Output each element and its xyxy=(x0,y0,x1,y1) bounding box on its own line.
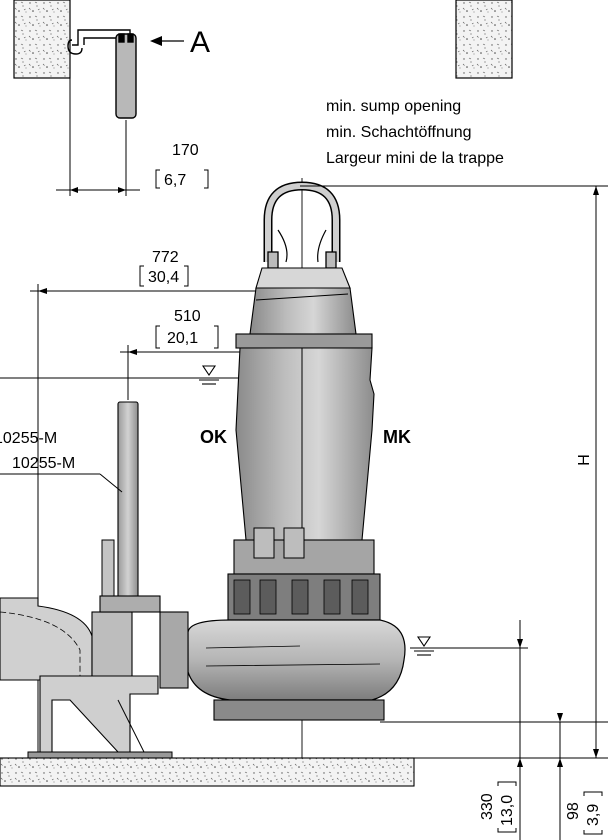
concrete-block-right xyxy=(455,0,513,79)
sump-floor xyxy=(0,757,608,787)
water-level-lower xyxy=(410,636,528,656)
detail-a-callout: A xyxy=(190,26,210,59)
pump-cooling-section xyxy=(227,573,381,621)
dim-510-inch: 20,1 xyxy=(167,330,198,347)
part-label-upper: 10255-M xyxy=(0,430,57,447)
pump-motor-body xyxy=(233,347,375,575)
dim-510-value: 510 xyxy=(174,308,201,325)
guide-pipe xyxy=(101,401,139,601)
water-level-upper xyxy=(0,365,240,385)
dim-170-inch: 6,7 xyxy=(164,172,186,189)
label-ok: OK xyxy=(200,427,227,447)
pump-motor-top xyxy=(235,267,373,349)
guide-bracket-detail xyxy=(67,29,137,119)
dim-330-value: 330 xyxy=(479,793,496,820)
dim-772-inch: 30,4 xyxy=(148,269,179,286)
dim-772-value: 772 xyxy=(152,249,179,266)
dim-170-value: 170 xyxy=(172,142,199,159)
duckfoot-bend xyxy=(0,595,173,759)
sump-note-line-2: min. Schachtöffnung xyxy=(326,124,472,141)
pump-volute xyxy=(159,611,406,721)
concrete-block-left xyxy=(13,0,71,79)
detail-a-pointer: A xyxy=(150,26,210,59)
sump-note-line-1: min. sump opening xyxy=(326,98,461,115)
sump-note-line-3: Largeur mini de la trappe xyxy=(326,150,504,167)
dimension-170 xyxy=(56,78,209,196)
part-leaders xyxy=(0,473,123,493)
dim-98-value: 98 xyxy=(565,802,582,820)
dimension-height xyxy=(300,185,608,758)
dim-98-inch: 3,9 xyxy=(585,804,602,826)
dimension-330-98 xyxy=(380,620,608,840)
label-mk: MK xyxy=(383,427,411,447)
dim-height-label: H xyxy=(576,454,593,466)
rotated-brackets xyxy=(497,781,603,835)
sump-opening-note: min. sump opening min. Schachtöffnung La… xyxy=(326,98,504,167)
part-label-lower: 10255-M xyxy=(12,455,75,472)
dim-330-inch: 13,0 xyxy=(499,795,516,826)
